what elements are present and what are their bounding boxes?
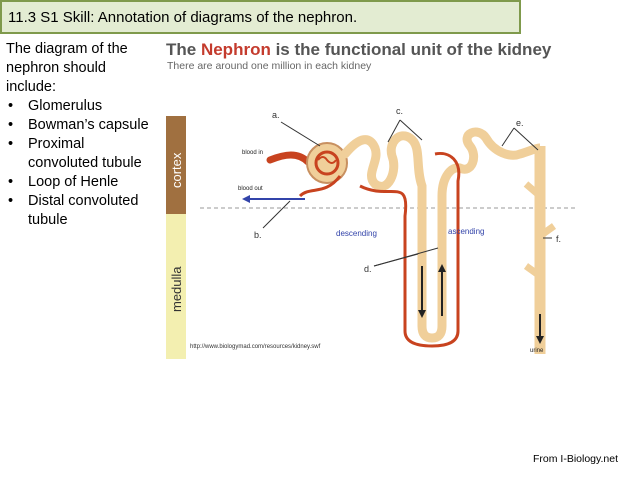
ascending-limb — [417, 163, 462, 343]
list-item-proximal-tubule: Proximal convoluted tubule — [6, 135, 156, 173]
cortex-band — [166, 116, 186, 214]
intro-paragraph: The diagram of the nephron should includ… — [6, 41, 128, 95]
list-item-loop-of-henle: Loop of Henle — [6, 173, 156, 192]
label-a-leader — [280, 121, 321, 147]
label-e-leader-2 — [513, 127, 539, 151]
afferent-vessel — [266, 151, 312, 166]
medulla-band — [166, 214, 186, 359]
descending-limb — [406, 134, 427, 326]
ascending-label: ascending — [448, 227, 484, 236]
label-f: f. — [556, 234, 561, 244]
blood-out-label: blood out — [238, 186, 263, 192]
blood-out-arrowhead — [242, 195, 250, 203]
urine-label: urine — [530, 348, 544, 354]
proximal-convoluted-tubule — [340, 131, 415, 191]
cortex-label: cortex — [169, 152, 184, 188]
label-c-leader-2 — [399, 119, 423, 141]
requirement-list: Glomerulus Bowman’s capsule Proximal con… — [6, 97, 156, 230]
glomerulus — [314, 150, 340, 176]
peritubular-capillary — [298, 151, 461, 348]
list-item-distal-tubule: Distal convoluted tubule — [6, 192, 156, 230]
figure-title-suffix: is the functional unit of the kidney — [270, 40, 552, 59]
figure-title-highlight: Nephron — [200, 40, 271, 59]
label-e: e. — [516, 118, 524, 128]
label-b: b. — [254, 230, 262, 240]
nephron-diagram: cortex medulla a. b. c. d. e. f. blood i… — [166, 106, 575, 359]
distal-convoluted-tubule — [455, 127, 525, 174]
label-a: a. — [272, 110, 280, 120]
figure-subtitle: There are around one million in each kid… — [167, 60, 372, 72]
intro-text-block: The diagram of the nephron should includ… — [6, 40, 156, 230]
label-d-leader-2 — [373, 247, 439, 267]
descending-label: descending — [336, 229, 377, 238]
urine-arrowhead — [536, 336, 544, 344]
label-c: c. — [396, 106, 403, 116]
figure-title-prefix: The — [166, 40, 201, 59]
credit-text: From I-Biology.net — [533, 453, 618, 465]
label-e-leader-1 — [501, 127, 515, 147]
list-item-bowmans-capsule: Bowman’s capsule — [6, 116, 156, 135]
label-b-leader — [262, 200, 291, 229]
figure-title: The Nephron is the functional unit of th… — [166, 40, 551, 60]
label-d: d. — [364, 264, 372, 274]
slide-title-bar: 11.3 S1 Skill: Annotation of diagrams of… — [0, 0, 521, 34]
blood-in-label: blood in — [242, 150, 263, 156]
list-item-glomerulus: Glomerulus — [6, 97, 156, 116]
label-c-leader-1 — [387, 119, 401, 143]
descending-arrowhead — [418, 310, 426, 318]
bowmans-capsule — [306, 142, 348, 184]
medulla-label: medulla — [169, 266, 184, 312]
source-url: http://www.biologymad.com/resources/kidn… — [190, 344, 321, 350]
ascending-arrowhead — [438, 264, 446, 272]
collecting-duct-branches — [523, 181, 557, 279]
slide-title: 11.3 S1 Skill: Annotation of diagrams of… — [8, 8, 358, 26]
glomerulus-capillary — [317, 156, 337, 164]
